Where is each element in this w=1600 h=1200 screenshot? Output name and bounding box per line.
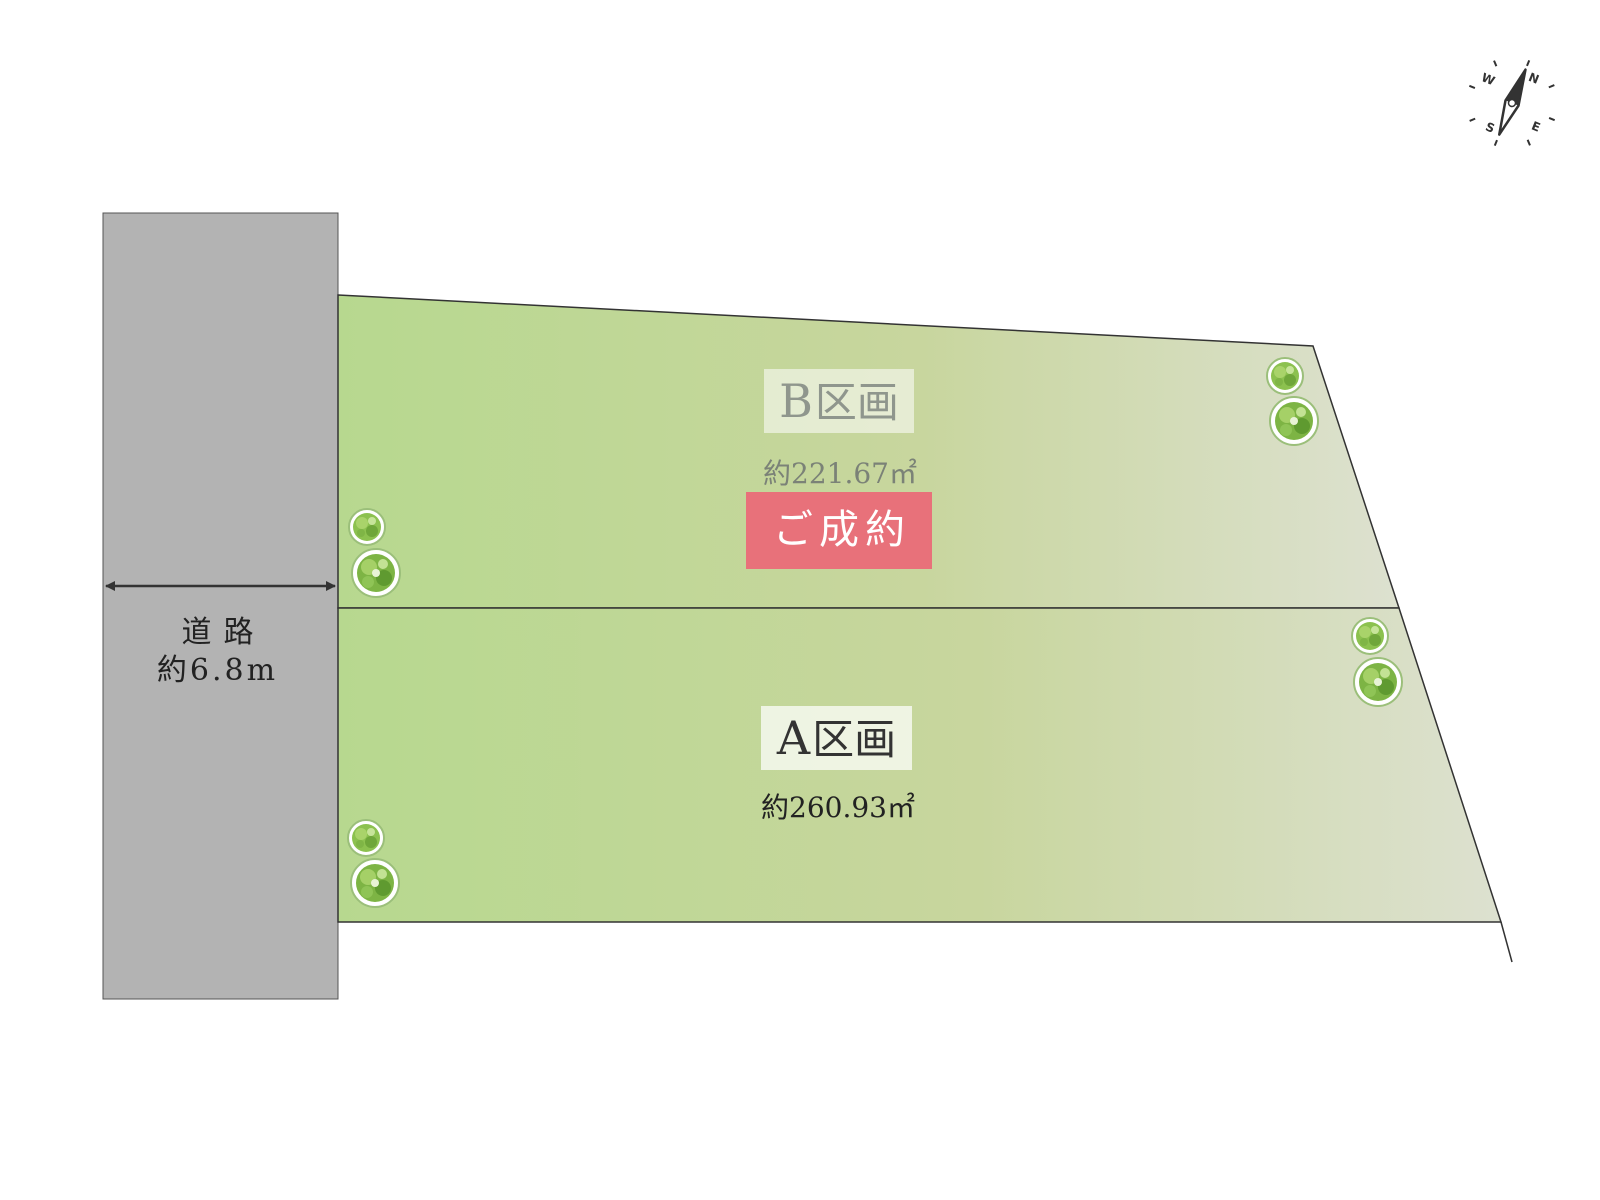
road-strip xyxy=(102,212,339,1000)
lot-b-area: 約221.67㎡ xyxy=(763,457,917,490)
sold-badge: ご成約 xyxy=(746,492,932,569)
compass-east-label: E xyxy=(1529,119,1542,135)
lot-b-title: B区画 xyxy=(764,369,914,433)
lot-b-letter: B xyxy=(779,374,813,428)
tree-icon xyxy=(347,819,385,857)
compass-south-label: S xyxy=(1484,120,1497,136)
lot-a-parcel[interactable] xyxy=(337,607,1503,923)
tree-icon xyxy=(1266,357,1304,395)
tree-icon xyxy=(348,508,386,546)
compass-icon: N E S W xyxy=(1468,59,1556,147)
road-name-label: 道路 xyxy=(181,615,266,650)
tree-icon xyxy=(1269,396,1319,446)
lot-a-title: A区画 xyxy=(761,706,912,770)
boundary-extension xyxy=(1500,921,1513,963)
road-width-label: 約6.8m xyxy=(156,653,279,688)
compass-north-label: N xyxy=(1527,70,1542,87)
compass-west-label: W xyxy=(1479,70,1497,88)
lot-a-letter: A xyxy=(776,711,811,765)
lot-a-suffix: 区画 xyxy=(812,715,897,764)
tree-icon xyxy=(350,858,400,908)
tree-icon xyxy=(1351,617,1389,655)
tree-icon xyxy=(351,548,401,598)
tree-icon xyxy=(1353,657,1403,707)
lot-a-area: 約260.93㎡ xyxy=(761,791,915,824)
lot-b-suffix: 区画 xyxy=(814,378,899,427)
